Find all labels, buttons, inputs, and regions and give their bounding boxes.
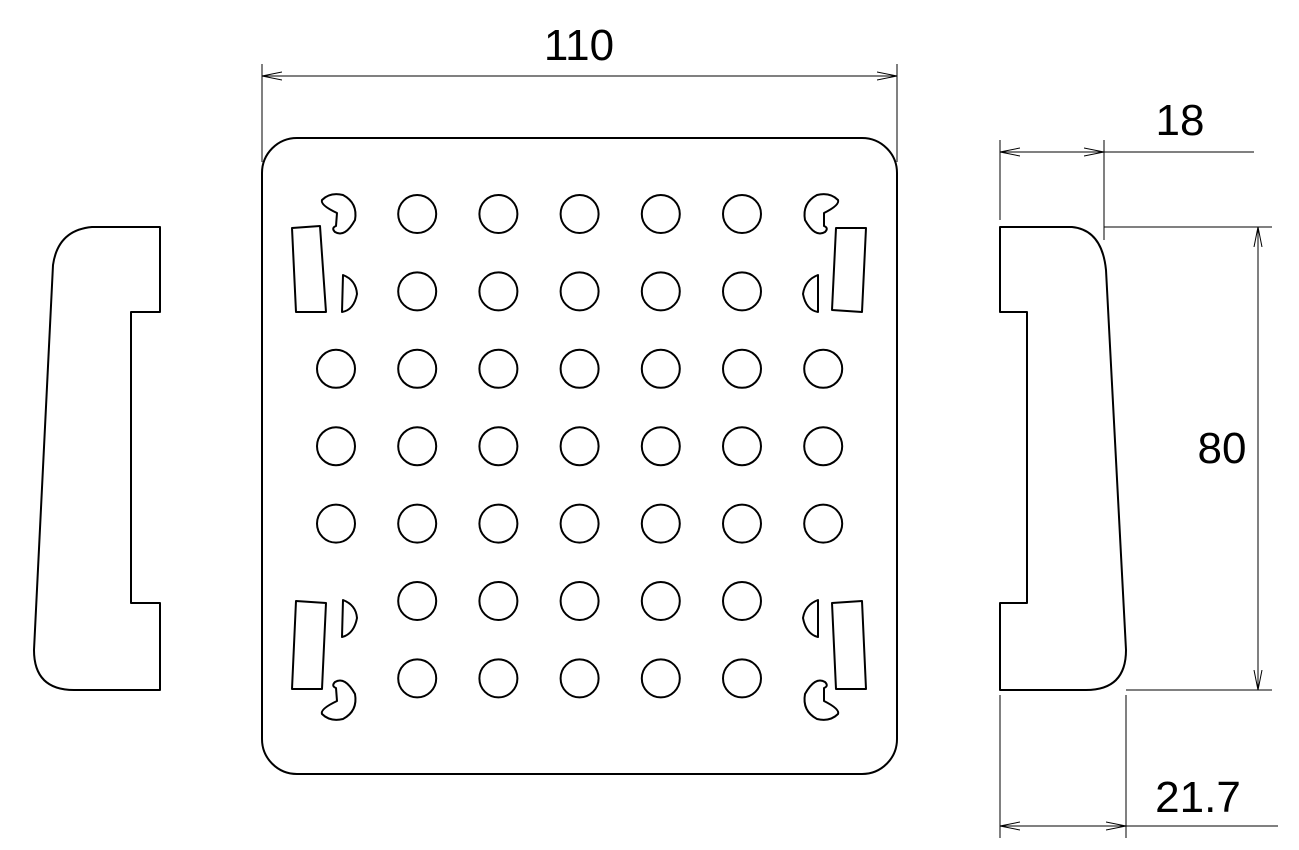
drain-hole [478, 658, 519, 699]
drain-hole [559, 426, 600, 467]
drain-hole [478, 194, 519, 234]
drain-hole [559, 271, 600, 312]
drain-hole [640, 658, 681, 699]
drain-hole [397, 348, 438, 389]
drain-hole [316, 426, 356, 467]
clip-bottom-right [802, 599, 867, 721]
drain-hole [803, 348, 844, 389]
dimension-label-side-thickness-top: 18 [1156, 96, 1205, 145]
drain-hole [803, 503, 844, 544]
drain-hole [316, 348, 356, 389]
drain-hole [478, 426, 519, 467]
drain-hole [478, 581, 519, 621]
dimension-label-side-thickness-bottom: 21.7 [1155, 773, 1241, 822]
drain-hole [559, 503, 600, 544]
plate-plan-view [261, 137, 898, 775]
drain-hole [640, 503, 681, 544]
dimension-overall-width: 110 [261, 21, 898, 162]
drain-hole [722, 658, 762, 699]
clip-top-left [291, 193, 358, 313]
drain-hole [722, 503, 762, 544]
drain-hole [397, 426, 438, 467]
drain-hole [640, 271, 681, 312]
plate-outline [261, 137, 898, 775]
drain-hole [478, 348, 519, 389]
drain-hole [640, 348, 681, 389]
drain-hole [640, 426, 681, 467]
right-side-profile [999, 226, 1127, 691]
dimension-label-side-height: 80 [1198, 424, 1247, 473]
drain-hole [640, 581, 681, 621]
drain-hole [478, 271, 519, 312]
hole-grid [316, 194, 844, 699]
dimension-side-thickness-top: 18 [999, 96, 1254, 240]
drain-hole [722, 348, 762, 389]
drain-hole [316, 503, 356, 544]
drain-hole [559, 348, 600, 389]
drain-hole [397, 581, 438, 621]
drain-hole [397, 658, 438, 699]
dimension-side-height: 80 [1104, 226, 1272, 691]
drain-hole [559, 658, 600, 699]
drain-hole [722, 194, 762, 234]
clip-bottom-left [291, 599, 358, 721]
drain-hole [722, 426, 762, 467]
drain-hole [722, 581, 762, 621]
drain-hole [478, 503, 519, 544]
drain-hole [397, 271, 438, 312]
drain-hole [559, 194, 600, 234]
drain-hole [640, 194, 681, 234]
dimension-side-thickness-bottom: 21.7 [999, 695, 1278, 838]
drain-hole [397, 194, 438, 234]
dimension-label-overall-width: 110 [544, 21, 614, 70]
clip-top-right [802, 193, 867, 313]
drain-hole [722, 271, 762, 312]
left-side-profile [33, 226, 161, 691]
drain-hole [803, 426, 844, 467]
drain-hole [397, 503, 438, 544]
drain-hole [559, 581, 600, 621]
